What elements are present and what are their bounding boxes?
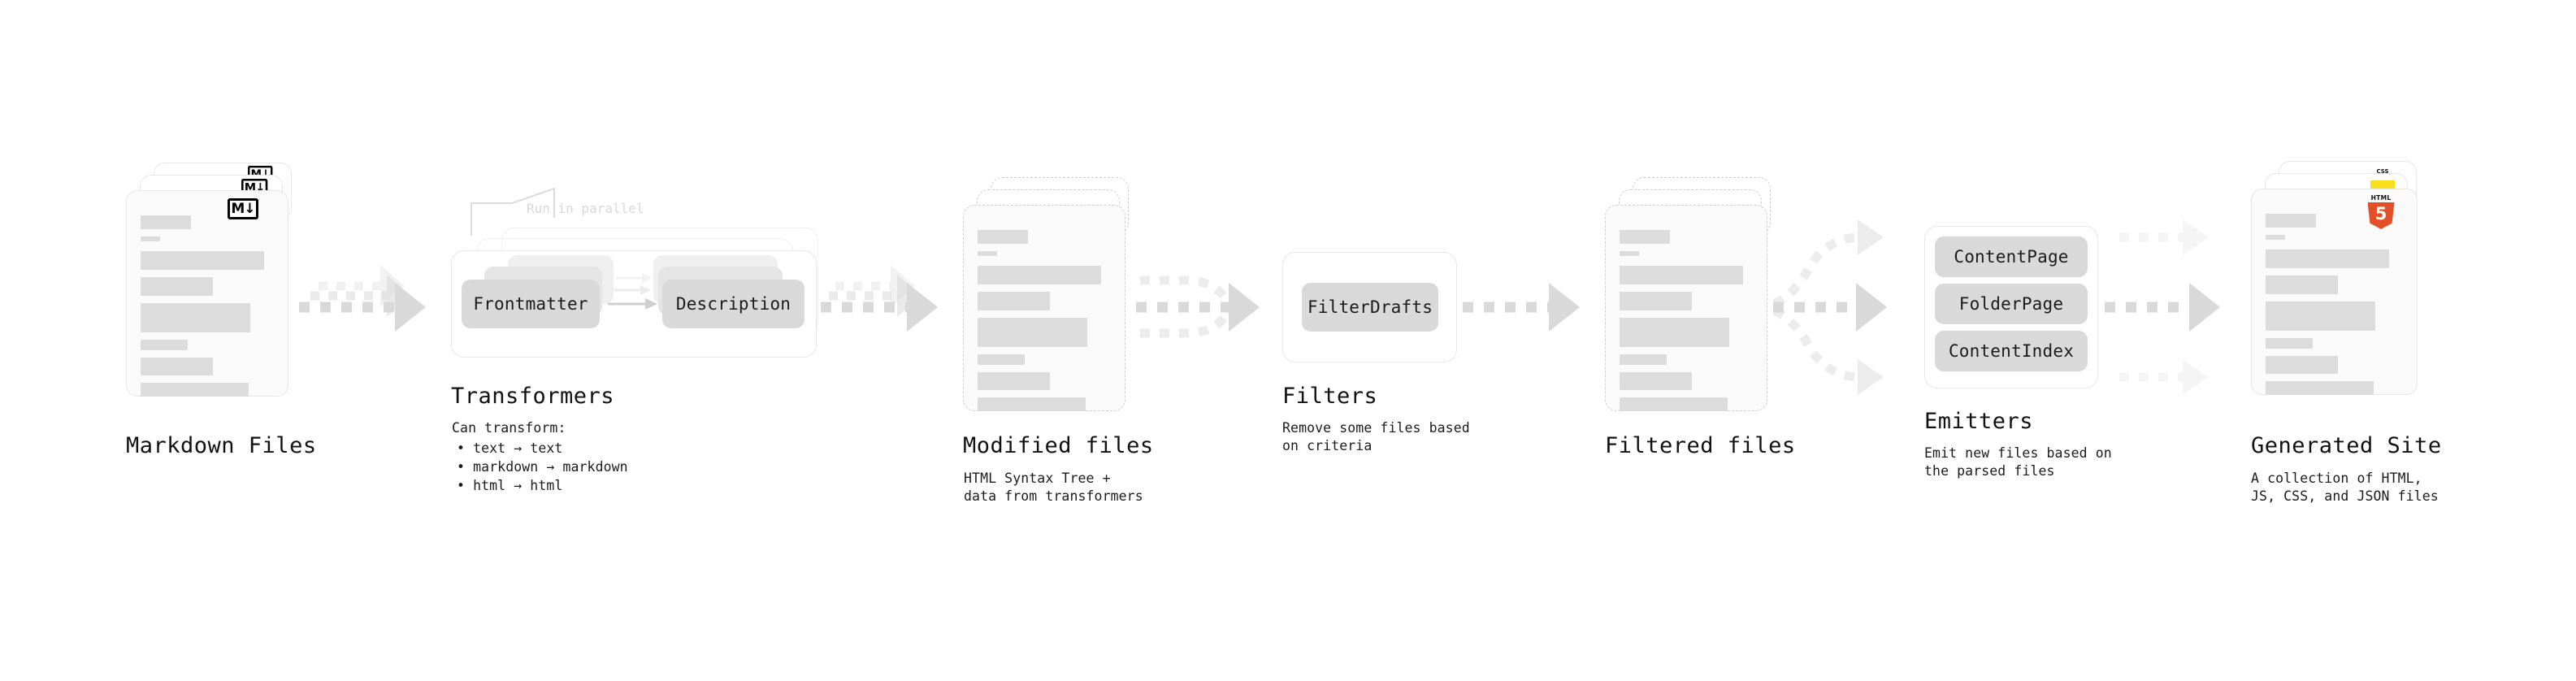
emitter-chip-folderpage[interactable]: FolderPage <box>1935 284 2088 324</box>
content-bar <box>141 358 213 375</box>
filters-description: Remove some files based on criteria <box>1282 420 1470 453</box>
content-bar <box>1620 318 1729 347</box>
markdown-files-stack: M↓ M↓ M↓ <box>126 163 313 423</box>
chip-label: FolderPage <box>1958 294 2064 314</box>
stage-title-generated-site: Generated Site <box>2251 433 2442 458</box>
content-bar <box>141 383 249 397</box>
content-bar <box>141 236 160 241</box>
filtered-content-bars <box>1620 230 1754 419</box>
arrow-transformers-to-modified <box>821 265 938 332</box>
content-bar <box>2266 235 2285 240</box>
transformers-group: Frontmatter Description <box>443 203 833 366</box>
content-bar <box>978 292 1050 310</box>
transformer-inner-arrows <box>608 273 657 310</box>
html5-icon-label: HTML <box>2370 194 2392 202</box>
transformers-bullet-item: • markdown → markdown <box>457 459 628 475</box>
content-bar <box>1620 266 1743 284</box>
chip-label: Description <box>675 294 791 314</box>
content-bar <box>2266 381 2374 395</box>
chip-label: Frontmatter <box>473 294 588 314</box>
html5-icon: HTML <box>2366 195 2396 229</box>
modified-files-stack <box>963 177 1150 437</box>
emitters-group: ContentPage FolderPage ContentIndex <box>1924 226 2111 397</box>
content-bar <box>978 266 1101 284</box>
chip-label: ContentPage <box>1954 247 2069 267</box>
modified-files-description: HTML Syntax Tree + data from transformer… <box>964 471 1143 504</box>
modified-card-main <box>963 205 1125 411</box>
content-bar <box>2266 249 2389 268</box>
generated-site-stack: CSS HTML <box>2251 161 2446 421</box>
content-bar <box>141 251 264 270</box>
filters-group: FilterDrafts <box>1282 252 1461 366</box>
transformers-bullets: • text → text • markdown → markdown • ht… <box>457 439 628 495</box>
filtered-card-main <box>1605 205 1767 411</box>
run-in-parallel-label: Run in parallel <box>527 201 644 216</box>
markdown-icon-letter: M <box>231 200 245 217</box>
transformers-bullet-item: • text → text <box>457 440 563 456</box>
content-bar <box>1620 292 1692 310</box>
content-bar <box>978 318 1087 347</box>
markdown-icon: M↓ <box>228 198 258 219</box>
content-bar <box>141 303 250 332</box>
content-bar <box>2266 214 2316 228</box>
markdown-icon-arrow: ↓ <box>261 167 270 180</box>
arrow-modified-to-filters <box>1136 275 1260 338</box>
content-bar <box>978 354 1025 365</box>
stage-title-transformers: Transformers <box>451 384 615 409</box>
css-icon-label: CSS <box>2376 168 2389 175</box>
content-bar <box>978 397 1086 411</box>
transformers-bullet-item: • html → html <box>457 478 563 493</box>
transformer-chip-frontmatter[interactable]: Frontmatter <box>462 280 600 328</box>
markdown-card-main <box>126 190 288 397</box>
transformers-description: Can transform: <box>452 420 566 436</box>
emitters-description: Emit new files based on the parsed files <box>1924 445 2112 479</box>
transformer-chip-description[interactable]: Description <box>662 280 804 328</box>
stage-title-filtered-files: Filtered files <box>1605 433 1796 458</box>
generated-site-description: A collection of HTML, JS, CSS, and JSON … <box>2251 471 2439 504</box>
arrow-emitters-to-site <box>2105 219 2220 395</box>
content-bar <box>2266 275 2338 294</box>
content-bar <box>978 230 1028 244</box>
filter-chip-filterdrafts[interactable]: FilterDrafts <box>1302 283 1438 332</box>
modified-content-bars <box>978 230 1112 419</box>
chip-label: FilterDrafts <box>1307 297 1433 317</box>
emitter-chip-contentpage[interactable]: ContentPage <box>1935 236 2088 277</box>
content-bar <box>2266 356 2338 374</box>
content-bar <box>1620 397 1728 411</box>
content-bar <box>1620 230 1670 244</box>
content-bar <box>1620 354 1667 365</box>
arrow-filters-to-filtered <box>1463 283 1580 332</box>
content-bar <box>1620 372 1692 390</box>
content-bar <box>978 251 997 256</box>
content-bar <box>2266 301 2375 331</box>
filtered-files-stack <box>1605 177 1792 437</box>
stage-title-modified-files: Modified files <box>963 433 1154 458</box>
html5-icon-shield <box>2367 202 2395 229</box>
markdown-icon-arrow: ↓ <box>244 200 255 217</box>
chip-label: ContentIndex <box>1948 341 2075 361</box>
content-bar <box>141 277 213 296</box>
content-bar <box>141 215 191 229</box>
markdown-content-bars <box>141 215 275 404</box>
content-bar <box>141 340 188 350</box>
emitter-chip-contentindex[interactable]: ContentIndex <box>1935 331 2088 371</box>
content-bar <box>978 372 1050 390</box>
arrow-markdown-to-transformers <box>299 265 426 332</box>
stage-title-filters: Filters <box>1282 384 1378 409</box>
content-bar <box>2266 338 2313 349</box>
content-bar <box>1620 251 1639 256</box>
stage-title-markdown-files: Markdown Files <box>126 433 317 458</box>
site-content-bars <box>2266 214 2404 402</box>
stage-title-emitters: Emitters <box>1924 409 2034 434</box>
